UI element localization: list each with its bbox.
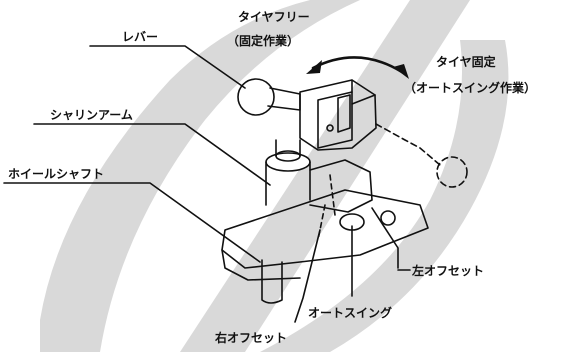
lever-alt-ball	[436, 156, 468, 188]
arm-cylinder-body	[265, 161, 311, 206]
lever-slot	[337, 94, 351, 133]
label-auto-swing-work: （オートスイング作業）	[404, 80, 536, 95]
lever-head	[299, 79, 377, 151]
lever-head-face	[317, 91, 353, 149]
wheel-shaft	[261, 259, 283, 304]
watermark	[40, 0, 509, 352]
base-plate	[221, 189, 429, 269]
arm-cylinder-top	[265, 152, 311, 172]
left-offset-line	[371, 207, 399, 269]
watermark-band-arc	[260, 40, 509, 352]
leader-sharin-arm	[33, 123, 271, 186]
label-right-offset: 右オフセット	[214, 330, 287, 345]
lever-ball	[237, 78, 275, 116]
right-offset-line	[294, 229, 321, 323]
mechanism-drawing	[3, 45, 468, 323]
label-tire-free: タイヤフリー	[238, 10, 310, 24]
watermark-band-center	[180, 0, 470, 352]
base-hole	[380, 210, 396, 226]
label-left-offset: 左オフセット	[411, 263, 484, 278]
arm-block	[309, 159, 373, 213]
label-tire-fixed: タイヤ固定	[436, 54, 496, 69]
label-auto-swing: オートスイング	[308, 305, 392, 320]
label-lever: レバー	[122, 30, 158, 44]
label-sharin-arm: シャリンアーム	[50, 108, 133, 122]
leader-wheel-shaft	[3, 182, 261, 263]
base-plate-edge	[221, 249, 301, 281]
label-wheel-shaft: ホイールシャフト	[8, 167, 104, 181]
leader-lever	[89, 45, 246, 89]
lever-pin	[326, 124, 334, 132]
swing-arrow-head-right	[393, 64, 409, 79]
swing-arrow-head-left	[306, 60, 322, 74]
watermark-band-left	[40, 0, 360, 352]
arm-shaft	[275, 139, 301, 157]
labels: レバー タイヤフリー （固定作業） タイヤ固定 （オートスイング作業） シャリン…	[8, 10, 536, 345]
lever-alt-arm	[375, 123, 441, 166]
lever-top-edge	[351, 79, 376, 105]
label-fixed-work: （固定作業）	[227, 33, 299, 48]
